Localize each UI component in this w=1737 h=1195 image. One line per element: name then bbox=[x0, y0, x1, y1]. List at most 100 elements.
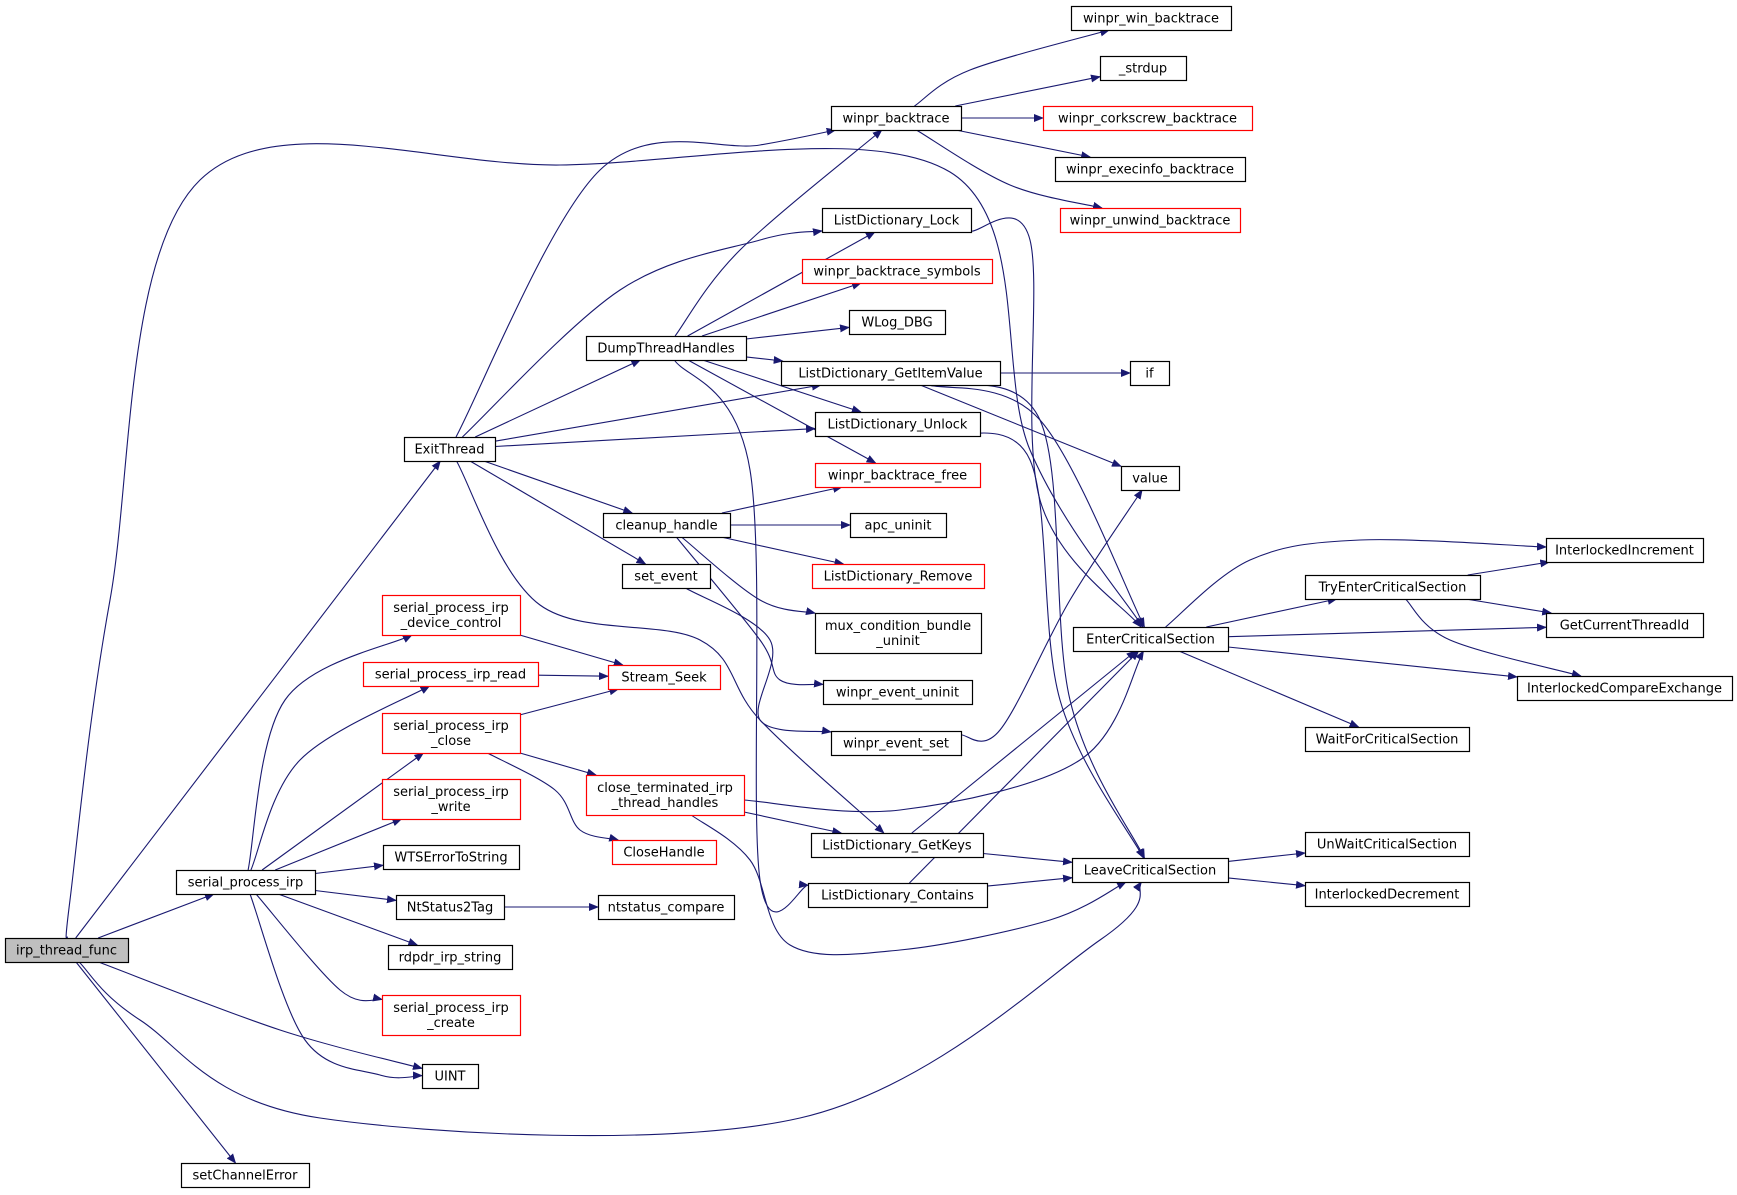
node-label-line: WLog_DBG bbox=[861, 316, 932, 331]
node-winpr_backtrace_free[interactable]: winpr_backtrace_free bbox=[814, 462, 982, 489]
node-serial_process_irp_read[interactable]: serial_process_irp_read bbox=[362, 661, 540, 688]
node-serial_process_irp_write[interactable]: serial_process_irp_write bbox=[381, 778, 522, 821]
node-label: _strdup bbox=[1118, 62, 1167, 77]
node-ListDictionary_Lock[interactable]: ListDictionary_Lock bbox=[821, 207, 973, 234]
node-label-line: close_terminated_irp bbox=[597, 781, 733, 796]
node-ListDictionary_Remove[interactable]: ListDictionary_Remove bbox=[811, 563, 986, 590]
node-EnterCriticalSection[interactable]: EnterCriticalSection bbox=[1072, 626, 1230, 653]
edge-winpr_backtrace-to-winpr_unwind_backtrace bbox=[916, 129, 1103, 210]
node-WLog_DBG[interactable]: WLog_DBG bbox=[848, 309, 947, 336]
node-label: winpr_event_set bbox=[843, 737, 949, 752]
node-box bbox=[814, 462, 982, 489]
node-box bbox=[830, 730, 963, 757]
node-if[interactable]: if bbox=[1129, 360, 1171, 387]
node-DumpThreadHandles[interactable]: DumpThreadHandles bbox=[585, 335, 748, 362]
node-rdpdr_irp_string[interactable]: rdpdr_irp_string bbox=[387, 944, 514, 971]
node-label-line: _create bbox=[426, 1016, 475, 1031]
node-GetCurrentThreadId[interactable]: GetCurrentThreadId bbox=[1545, 612, 1705, 639]
node-box bbox=[585, 774, 746, 817]
node-cleanup_handle[interactable]: cleanup_handle bbox=[602, 512, 732, 539]
node-winpr_backtrace[interactable]: winpr_backtrace bbox=[830, 105, 963, 132]
node-box bbox=[811, 563, 986, 590]
node-CloseHandle[interactable]: CloseHandle bbox=[611, 839, 718, 866]
node-mux_condition_bundle_uninit[interactable]: mux_condition_bundle_uninit bbox=[814, 612, 983, 655]
node-label: cleanup_handle bbox=[615, 519, 717, 534]
node-winpr_corkscrew_backtrace[interactable]: winpr_corkscrew_backtrace bbox=[1042, 105, 1254, 132]
node-winpr_backtrace_symbols[interactable]: winpr_backtrace_symbols bbox=[801, 258, 994, 285]
edge-winpr_backtrace-to-winpr_execinfo_backtrace bbox=[955, 129, 1092, 160]
edge-DumpThreadHandles-to-ListDictionary_GetItemValue bbox=[745, 356, 784, 364]
node-ListDictionary_GetItemValue[interactable]: ListDictionary_GetItemValue bbox=[780, 360, 1002, 387]
node-winpr_win_backtrace[interactable]: winpr_win_backtrace bbox=[1070, 5, 1233, 32]
node-serial_process_irp[interactable]: serial_process_irp bbox=[175, 869, 317, 896]
node-close_terminated_irp_thread_handles[interactable]: close_terminated_irp_thread_handles bbox=[585, 774, 746, 817]
node-label-line: serial_process_irp bbox=[393, 1001, 508, 1016]
node-set_event[interactable]: set_event bbox=[621, 563, 712, 590]
edge-serial_process_irp-to-serial_process_irp_create bbox=[255, 893, 383, 1002]
node-ntstatus_compare[interactable]: ntstatus_compare bbox=[597, 894, 736, 921]
node-LeaveCriticalSection[interactable]: LeaveCriticalSection bbox=[1071, 857, 1230, 884]
node-setChannelError[interactable]: setChannelError bbox=[180, 1162, 311, 1189]
node-box bbox=[1304, 726, 1471, 753]
node-ListDictionary_Contains[interactable]: ListDictionary_Contains bbox=[807, 882, 989, 909]
node-winpr_execinfo_backtrace[interactable]: winpr_execinfo_backtrace bbox=[1054, 156, 1247, 183]
edge-serial_process_irp_close-to-CloseHandle bbox=[487, 752, 620, 842]
node-label-line: winpr_backtrace bbox=[842, 112, 949, 127]
node-label-line: apc_uninit bbox=[865, 519, 932, 534]
node-label: WaitForCriticalSection bbox=[1316, 733, 1459, 748]
edge-ExitThread-to-set_event bbox=[469, 460, 647, 565]
node-NtStatus2Tag[interactable]: NtStatus2Tag bbox=[395, 894, 506, 921]
node-InterlockedCompareExchange[interactable]: InterlockedCompareExchange bbox=[1516, 675, 1734, 702]
node-ExitThread[interactable]: ExitThread bbox=[403, 436, 497, 463]
edge-close_terminated_irp_thread_handles-to-LeaveCriticalSection bbox=[690, 814, 1127, 956]
node-label-line: winpr_corkscrew_backtrace bbox=[1058, 112, 1237, 127]
edge-ExitThread-to-ListDictionary_GetKeys bbox=[456, 460, 885, 834]
node-box bbox=[849, 512, 948, 539]
edge-serial_process_irp-to-serial_process_irp_write bbox=[274, 818, 403, 871]
node-winpr_event_uninit[interactable]: winpr_event_uninit bbox=[822, 679, 974, 706]
node-label: ListDictionary_Contains bbox=[821, 889, 974, 904]
node-label: winpr_execinfo_backtrace bbox=[1066, 163, 1234, 178]
node-winpr_event_set[interactable]: winpr_event_set bbox=[830, 730, 963, 757]
node-WTSErrorToString[interactable]: WTSErrorToString bbox=[382, 844, 521, 871]
node-Stream_Seek[interactable]: Stream_Seek bbox=[607, 664, 722, 691]
node-box bbox=[801, 258, 994, 285]
node-label-line: winpr_backtrace_free bbox=[828, 469, 967, 484]
node-serial_process_irp_create[interactable]: serial_process_irp_create bbox=[381, 994, 522, 1037]
nodes-layer: irp_thread_func ExitThread serial_process_… bbox=[4, 5, 1734, 1189]
node-label-line: winpr_unwind_backtrace bbox=[1070, 214, 1231, 229]
node-ListDictionary_GetKeys[interactable]: ListDictionary_GetKeys bbox=[810, 832, 985, 859]
node-label: ListDictionary_GetItemValue bbox=[798, 367, 982, 382]
node-serial_process_irp_device_control[interactable]: serial_process_irp_device_control bbox=[381, 594, 522, 637]
node-_strdup[interactable]: _strdup bbox=[1099, 55, 1188, 82]
node-winpr_unwind_backtrace[interactable]: winpr_unwind_backtrace bbox=[1059, 207, 1242, 234]
node-box bbox=[848, 309, 947, 336]
node-InterlockedDecrement[interactable]: InterlockedDecrement bbox=[1304, 881, 1471, 908]
node-UnWaitCriticalSection[interactable]: UnWaitCriticalSection bbox=[1304, 831, 1471, 858]
node-label-line: rdpdr_irp_string bbox=[399, 951, 502, 966]
node-label: setChannelError bbox=[193, 1169, 299, 1184]
node-label-line: InterlockedIncrement bbox=[1555, 544, 1694, 559]
node-irp_thread_func[interactable]: irp_thread_func bbox=[4, 937, 130, 964]
node-label: serial_process_irp bbox=[188, 876, 303, 891]
node-UINT[interactable]: UINT bbox=[421, 1063, 480, 1090]
edge-TryEnterCriticalSection-to-GetCurrentThreadId bbox=[1465, 598, 1553, 616]
node-label: serial_process_irp_create bbox=[393, 1001, 508, 1031]
node-WaitForCriticalSection[interactable]: WaitForCriticalSection bbox=[1304, 726, 1471, 753]
node-label: UnWaitCriticalSection bbox=[1317, 838, 1457, 853]
node-box bbox=[814, 612, 983, 655]
node-box bbox=[382, 844, 521, 871]
node-ListDictionary_Unlock[interactable]: ListDictionary_Unlock bbox=[814, 411, 982, 438]
node-box bbox=[1120, 465, 1181, 492]
edge-ListDictionary_GetKeys-to-LeaveCriticalSection bbox=[982, 852, 1073, 866]
node-value[interactable]: value bbox=[1120, 465, 1181, 492]
node-label: InterlockedDecrement bbox=[1315, 888, 1460, 903]
node-box bbox=[780, 360, 1002, 387]
node-apc_uninit[interactable]: apc_uninit bbox=[849, 512, 948, 539]
node-InterlockedIncrement[interactable]: InterlockedIncrement bbox=[1545, 537, 1705, 564]
node-label-line: WaitForCriticalSection bbox=[1316, 733, 1459, 748]
node-serial_process_irp_close[interactable]: serial_process_irp_close bbox=[381, 712, 522, 755]
node-box bbox=[597, 894, 736, 921]
node-TryEnterCriticalSection[interactable]: TryEnterCriticalSection bbox=[1304, 574, 1482, 601]
node-label-line: ListDictionary_GetItemValue bbox=[798, 367, 982, 382]
